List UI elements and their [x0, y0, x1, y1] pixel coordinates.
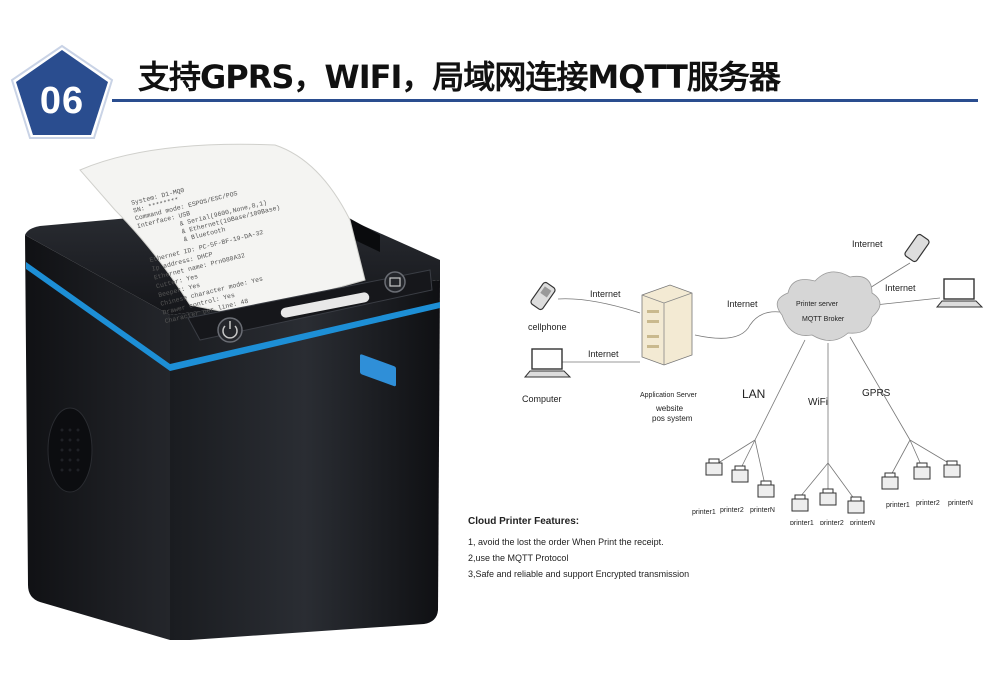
printer-icon [791, 498, 809, 512]
laptop-icon [523, 348, 572, 378]
printer-icon [757, 484, 775, 498]
printer-icon [819, 492, 837, 506]
computer-label: Computer [522, 394, 562, 404]
branch-gprs: GPRS [862, 388, 891, 399]
pentagon-shape [10, 44, 114, 139]
printer-label: printer1 [790, 520, 814, 525]
receipt-paper [79, 143, 366, 316]
printer-photo: System: D1-MQ0 SN: ******** Command mode… [20, 140, 450, 640]
printer-label: printer1 [886, 502, 910, 509]
page-title: 支持GPRS，WIFI，局域网连接MQTT服务器 [138, 58, 781, 96]
wifi-printers [791, 488, 865, 514]
gprs-printers [881, 460, 961, 490]
cloud-printer-features: Cloud Printer Features: 1, avoid the los… [468, 516, 768, 585]
printer-label: printer2 [820, 520, 844, 525]
internet-label: Internet [852, 239, 883, 249]
lan-printers [705, 458, 775, 498]
printer-icon [731, 469, 749, 483]
server-label: Application Server [640, 392, 697, 399]
power-icon [217, 317, 243, 343]
internet-label: Internet [590, 289, 621, 299]
printer-icon [705, 462, 723, 476]
printer-icon [913, 466, 931, 480]
printer-label: printerN [850, 520, 875, 525]
feature-item: 2,use the MQTT Protocol [468, 553, 569, 563]
badge-number: 06 [39, 80, 85, 122]
feed-icon [384, 271, 406, 293]
printer-label: printer2 [916, 500, 940, 507]
features-title: Cloud Printer Features: [468, 516, 580, 527]
title-underline [112, 99, 978, 102]
printer-icon [943, 464, 961, 478]
printer-side [25, 235, 170, 640]
branch-lan: LAN [742, 387, 765, 401]
printer-label: printer1 [692, 509, 716, 516]
internet-label: Internet [885, 283, 916, 293]
cloud-label-2: MQTT Broker [802, 316, 845, 323]
feature-item: 3,Safe and reliable and support Encrypte… [468, 569, 690, 579]
internet-label: Internet [588, 349, 619, 359]
network-diagram: cellphone Internet Computer Internet App… [470, 215, 985, 527]
cellphone-icon [530, 281, 556, 311]
section-number-badge: 06 [8, 42, 116, 142]
cover-latch [360, 354, 396, 387]
printer-icon [881, 476, 899, 490]
server-sub2: pos system [652, 414, 693, 423]
cellphone-icon [904, 233, 930, 263]
feature-item: 1, avoid the lost the order When Print t… [468, 537, 664, 547]
cloud-icon [776, 271, 881, 341]
internet-label: Internet [727, 299, 758, 309]
cellphone-label: cellphone [528, 322, 567, 332]
printer-label: printer2 [720, 507, 744, 514]
printer-label: printerN [948, 500, 973, 507]
server-icon [641, 284, 693, 366]
printer-label: printerN [750, 507, 775, 514]
status-light-bar [280, 292, 370, 318]
laptop-icon [935, 278, 984, 308]
branch-wifi: WiFi [808, 397, 828, 408]
cloud-label-1: Printer server [796, 301, 839, 308]
printer-icon [847, 500, 865, 514]
server-sub1: website [655, 404, 684, 413]
